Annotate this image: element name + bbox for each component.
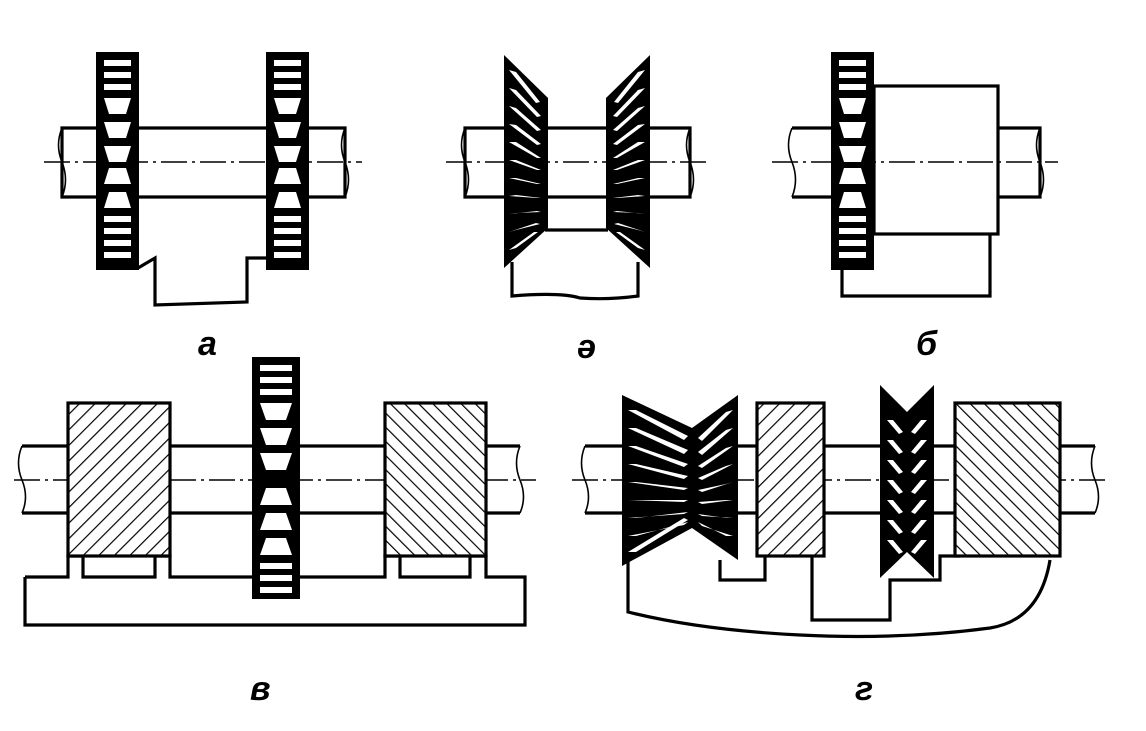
bevel-gear-pair bbox=[622, 395, 738, 566]
housing bbox=[510, 262, 640, 301]
hatched-hub-right bbox=[383, 401, 488, 558]
caption-g: г bbox=[855, 670, 873, 708]
panel-v: в bbox=[14, 357, 536, 708]
housing bbox=[137, 255, 266, 307]
spur-gear bbox=[831, 52, 874, 270]
panel-b: б bbox=[772, 52, 1058, 363]
cylinder-body bbox=[872, 84, 1000, 236]
spur-gear bbox=[252, 357, 300, 599]
housing bbox=[840, 234, 992, 298]
spur-gear-right bbox=[266, 52, 309, 270]
hatched-hub-middle bbox=[755, 401, 826, 558]
panel-schwa: ә bbox=[446, 55, 708, 366]
hatched-hub-right bbox=[953, 401, 1062, 558]
caption-a: а bbox=[198, 325, 217, 363]
bevel-gear-right bbox=[606, 55, 650, 268]
hatched-hub-left bbox=[66, 401, 172, 558]
caption-v: в bbox=[250, 670, 271, 708]
herringbone-gear bbox=[880, 385, 934, 578]
bevel-gear-left bbox=[504, 55, 548, 268]
panel-g: г bbox=[572, 385, 1110, 708]
panel-a: а bbox=[44, 52, 362, 363]
spur-gear-left bbox=[96, 52, 139, 270]
housing bbox=[626, 554, 1052, 639]
caption-b: б bbox=[916, 325, 938, 363]
caption-schwa: ә bbox=[577, 328, 596, 366]
